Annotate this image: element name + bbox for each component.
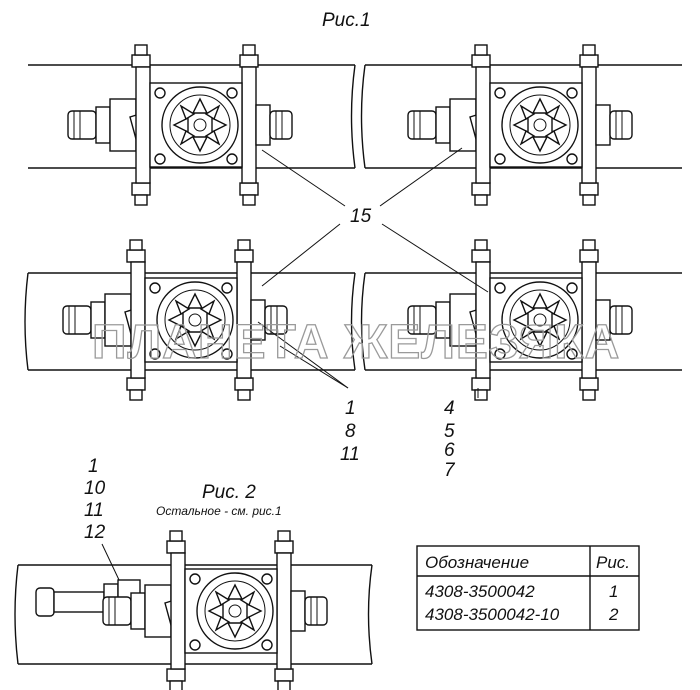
fig2-callout-11: 11 <box>84 500 104 521</box>
callout-8: 8 <box>345 421 356 442</box>
valve-assembly-fig2 <box>102 530 328 690</box>
callout-4: 4 <box>444 398 455 419</box>
table-row-1-figure: 1 <box>609 582 618 601</box>
fig2-callout-12: 12 <box>84 522 106 543</box>
table-row-1-designation: 4308-3500042 <box>425 582 535 601</box>
table-row-2-figure: 2 <box>608 605 619 624</box>
callout-group-fig2: 1 10 11 12 <box>84 456 106 543</box>
table-header-designation: Обозначение <box>425 553 529 572</box>
valve-assembly-1 <box>67 44 293 206</box>
frame-rail-mid-left <box>24 272 356 371</box>
figure2-title: Рис. 2 <box>202 482 256 503</box>
figure2-subtitle: Остальное - см. рис.1 <box>156 504 282 518</box>
frame-rail-top-left <box>28 64 356 169</box>
callout-11: 11 <box>340 444 360 465</box>
table-header-figure: Рис. <box>596 553 630 572</box>
callout-15-leaders <box>261 147 489 293</box>
callout-7: 7 <box>444 460 456 481</box>
frame-rail-mid-right <box>360 272 682 371</box>
callout-1-8-11-leaders <box>257 321 349 389</box>
callout-group-right: 4 5 6 7 <box>444 398 456 481</box>
callout-group-left: 1 8 11 <box>340 398 360 465</box>
watermark: ПЛАНЕТА ЖЕЛЕЗЯКА <box>92 316 620 369</box>
callout-1: 1 <box>345 398 356 419</box>
valve-assembly-2 <box>407 44 633 206</box>
designation-table: Обозначение Рис. 4308-3500042 1 4308-350… <box>416 545 640 631</box>
fig2-callout-10: 10 <box>84 478 106 499</box>
fig2-callout-leader <box>101 543 121 583</box>
fig2-callout-1: 1 <box>88 456 99 477</box>
frame-rail-fig2 <box>14 564 373 665</box>
frame-rail-top-right <box>360 64 682 169</box>
figure1-title: Рис.1 <box>322 10 371 31</box>
callout-6: 6 <box>444 440 455 461</box>
callout-5: 5 <box>444 421 455 442</box>
table-row-2-designation: 4308-3500042-10 <box>425 605 560 624</box>
callout-15: 15 <box>350 206 372 227</box>
